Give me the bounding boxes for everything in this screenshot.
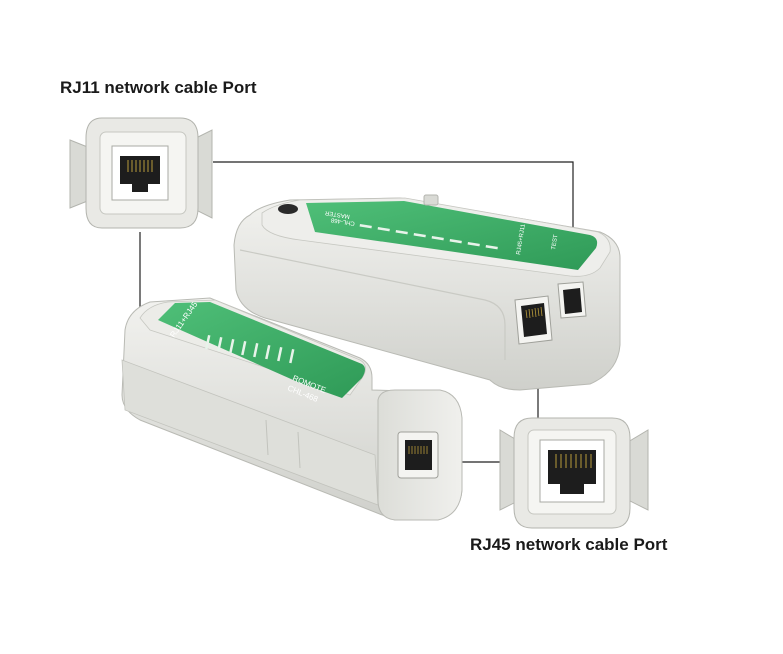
remote-green-panel	[158, 302, 365, 398]
master-side-text: RJ45+RJ11	[516, 223, 527, 255]
test-button	[423, 194, 439, 206]
rj45-port-label: RJ45 network cable Port	[470, 535, 668, 554]
power-switch	[278, 204, 298, 214]
master-model-text: MASTER	[324, 209, 350, 219]
master-led-row	[359, 223, 498, 250]
rj11-port-closeup	[69, 117, 213, 229]
master-rj11-port	[557, 281, 587, 319]
master-test-text: TEST	[551, 234, 559, 250]
master-rj45-port	[514, 295, 553, 345]
master-unit: MASTER CHL-468 RJ45+RJ11 TEST	[233, 194, 621, 391]
remote-rj45-port	[397, 431, 439, 479]
rj45-port-closeup	[499, 417, 649, 529]
remote-led-row	[205, 335, 295, 364]
rj11-port-label: RJ11 network cable Port	[60, 78, 257, 97]
master-green-panel	[306, 201, 598, 270]
master-model-number-text: CHL-468	[330, 216, 355, 226]
remote-unit: RJ11+RJ45 ROMOTE CHL-468	[121, 297, 463, 521]
